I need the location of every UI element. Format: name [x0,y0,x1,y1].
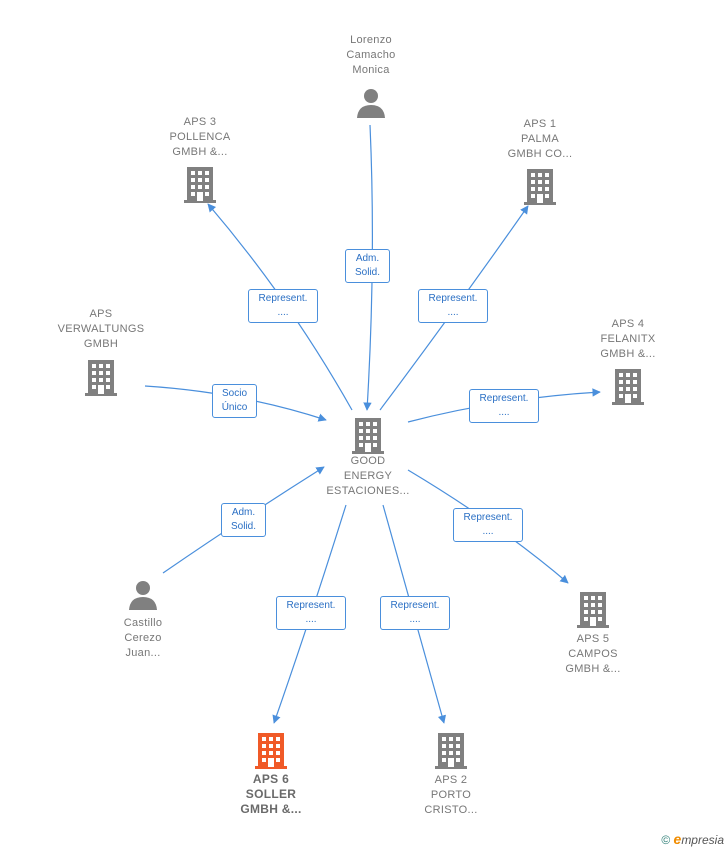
node-label: APS 2 PORTO CRISTO... [381,773,521,818]
relation-label-aps5[interactable]: Represent. .... [453,508,523,542]
label-line: Camacho [346,49,396,61]
node-aps1[interactable]: APS 1 PALMA GMBH CO... [470,117,610,205]
relation-label-aps6[interactable]: Represent. .... [276,596,346,630]
relation-text: .... [498,407,510,418]
relation-text: Represent. [286,600,336,611]
label-line: Castillo [123,617,163,629]
label-line: SOLLER [245,787,297,801]
label-line: CAMPOS [568,648,618,660]
label-line: Monica [352,64,390,76]
label-line: GMBH [83,338,119,350]
relation-text: Socio [221,388,247,399]
person-icon [357,89,385,118]
brand-logo-letter: e [673,831,682,847]
node-good-energy[interactable]: GOOD ENERGY ESTACIONES... [298,418,438,499]
relation-label-aps1[interactable]: Represent. .... [418,289,488,323]
relation-label-aps-verwaltungs[interactable]: Socio Único [212,384,257,418]
relation-text: Solid. [354,267,380,278]
building-icon [524,169,556,205]
relation-label-aps3[interactable]: Represent. .... [248,289,318,323]
relation-label-aps2[interactable]: Represent. .... [380,596,450,630]
node-aps3[interactable]: APS 3 POLLENCA GMBH &... [130,115,270,203]
node-label: Castillo Cerezo Juan... [73,616,213,661]
label-line: CRISTO... [424,804,478,816]
label-line: GMBH &... [240,802,302,816]
node-label: GOOD ENERGY ESTACIONES... [298,454,438,499]
label-line: APS [89,308,113,320]
label-line: PALMA [521,133,559,145]
footer-brand: © empresia [661,831,724,847]
building-icon [85,360,117,396]
label-line: ENERGY [343,470,393,482]
label-line: VERWALTUNGS [57,323,145,335]
label-line: APS 2 [434,774,468,786]
relation-text: Único [221,402,248,413]
node-lorenzo[interactable]: Lorenzo Camacho Monica [301,33,441,118]
relation-text: Represent. [390,600,440,611]
label-line: GOOD [350,455,386,467]
label-line: GMBH CO... [507,148,573,160]
label-line: GMBH &... [172,146,228,158]
label-line: Lorenzo [350,34,392,46]
label-line: APS 6 [252,772,290,786]
node-label: Lorenzo Camacho Monica [301,33,441,78]
relation-text: Represent. [258,293,308,304]
relation-text: .... [277,307,289,318]
relation-text: .... [447,307,459,318]
node-label: APS 1 PALMA GMBH CO... [470,117,610,162]
node-aps6[interactable]: APS 6 SOLLER GMBH &... [201,733,341,817]
relation-text: Represent. [479,393,529,404]
person-icon [129,581,157,610]
building-icon [255,733,287,769]
building-icon [184,167,216,203]
label-line: PORTO [430,789,472,801]
node-castillo[interactable]: Castillo Cerezo Juan... [73,580,213,661]
brand-logo[interactable]: empresia [673,831,724,847]
building-icon [577,592,609,628]
label-line: APS 4 [611,318,645,330]
label-line: APS 1 [523,118,557,130]
building-icon [435,733,467,769]
node-aps4[interactable]: APS 4 FELANITX GMBH &... [558,317,698,405]
relation-text: Adm. [355,253,380,264]
relation-text: .... [305,614,317,625]
label-line: ESTACIONES... [326,485,410,497]
node-label: APS 3 POLLENCA GMBH &... [130,115,270,160]
label-line: Juan... [125,647,161,659]
label-line: Cerezo [124,632,162,644]
node-label: APS VERWALTUNGS GMBH [31,307,171,352]
node-label: APS 4 FELANITX GMBH &... [558,317,698,362]
node-label: APS 6 SOLLER GMBH &... [201,772,341,817]
node-aps2[interactable]: APS 2 PORTO CRISTO... [381,733,521,818]
node-aps5[interactable]: APS 5 CAMPOS GMBH &... [523,592,663,677]
node-aps-verwaltungs[interactable]: APS VERWALTUNGS GMBH [31,307,171,396]
label-line: FELANITX [600,333,656,345]
relation-text: Adm. [231,507,256,518]
building-icon [612,369,644,405]
relation-text: .... [409,614,421,625]
relation-text: Solid. [230,521,256,532]
label-line: APS 3 [183,116,217,128]
label-line: GMBH &... [565,663,621,675]
relation-label-castillo[interactable]: Adm. Solid. [221,503,266,537]
relation-label-lorenzo[interactable]: Adm. Solid. [345,249,390,283]
brand-logo-text: mpresia [681,833,724,847]
label-line: APS 5 [576,633,610,645]
relation-label-aps4[interactable]: Represent. .... [469,389,539,423]
label-line: GMBH &... [600,348,656,360]
copyright-icon: © [661,833,671,847]
label-line: POLLENCA [169,131,231,143]
relation-text: Represent. [463,512,513,523]
relation-text: .... [482,526,494,537]
relation-text: Represent. [428,293,478,304]
building-icon [352,418,384,454]
node-label: APS 5 CAMPOS GMBH &... [523,632,663,677]
